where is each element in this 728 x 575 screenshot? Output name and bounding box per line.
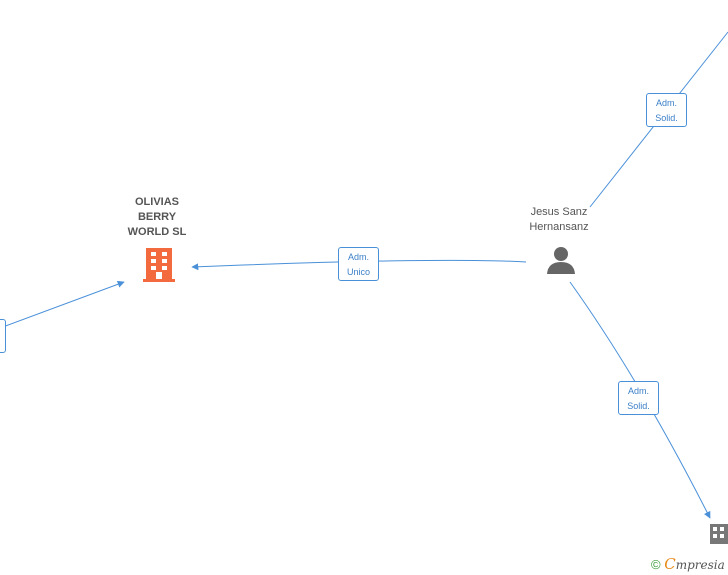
person-node-name[interactable]: Jesus Sanz Hernansanz [504,205,614,235]
edge-label-adm-unico[interactable]: Adm. Unico [338,247,379,281]
edge-label-left-partial[interactable] [0,319,6,353]
building-icon[interactable] [143,248,175,287]
edge-left-to-company [0,280,125,329]
brand-name: mpresia [675,558,725,572]
person-name-line: Hernansanz [529,221,589,233]
empresia-watermark: © Cmpresia [651,555,725,573]
copyright-symbol: © [651,557,661,572]
brand-initial: C [664,555,676,573]
company-title-line: BERRY [137,211,177,223]
edge-person-to-company [191,259,527,271]
edge-label-adm-solid-bottom[interactable]: Adm. Solid. [618,381,659,415]
company-node-title[interactable]: OLIVIAS BERRY WORLD SL [107,195,207,240]
edge-label-adm-solid-top[interactable]: Adm. Solid. [646,93,687,127]
company-title-line: WORLD SL [127,226,187,238]
company-title-line: OLIVIAS [134,196,179,208]
person-icon[interactable] [546,245,576,280]
edge-label-line: Adm. [347,252,369,262]
person-name-line: Jesus Sanz [530,206,588,218]
edge-label-line: Adm. [655,98,677,108]
edge-label-line: Adm. [627,386,649,396]
edge-label-line: Solid. [627,401,650,411]
edge-label-line: Solid. [655,113,678,123]
building-icon-partial[interactable] [710,524,728,551]
edge-label-line: Unico [346,267,370,277]
